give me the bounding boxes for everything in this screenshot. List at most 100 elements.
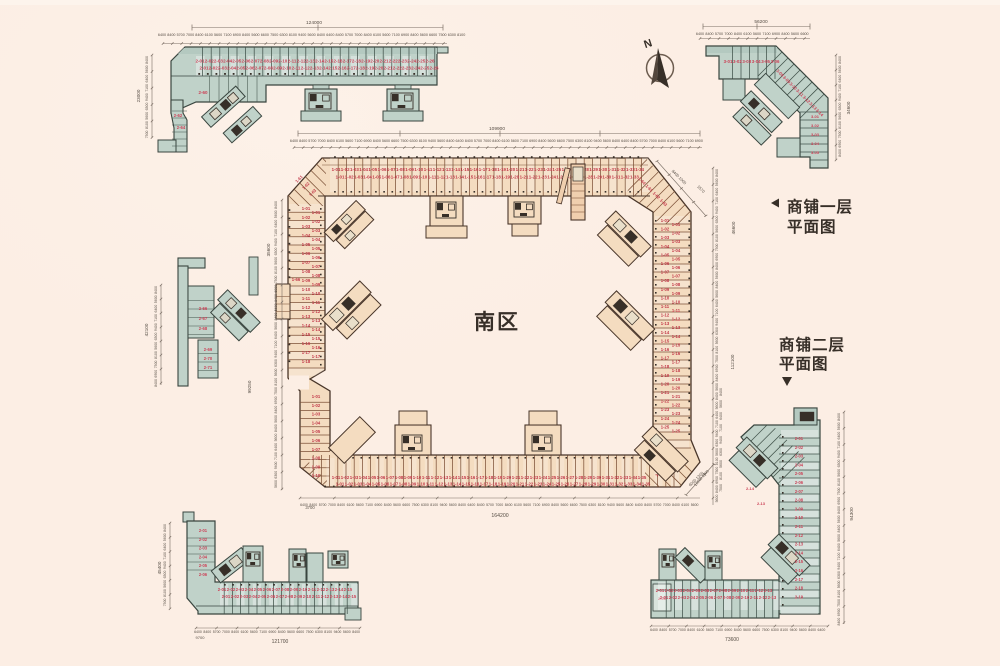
svg-text:2-26: 2-26 [429,66,439,71]
svg-text:2-10: 2-10 [795,515,804,520]
svg-text:1-29: 1-29 [588,482,597,487]
svg-text:1-17: 1-17 [302,350,311,355]
svg-text:5600: 5600 [715,402,719,410]
svg-text:6100: 6100 [336,139,344,143]
svg-text:7500: 7500 [837,487,841,495]
svg-text:1-15: 1-15 [312,336,321,341]
svg-text:1-14: 1-14 [453,482,462,487]
svg-text:6400: 6400 [715,411,719,419]
svg-text:1-25: 1-25 [661,424,670,429]
svg-text:2-02: 2-02 [199,537,208,542]
svg-text:1-04: 1-04 [661,244,670,249]
svg-text:3-02: 3-02 [733,59,742,64]
svg-text:8100: 8100 [715,234,719,242]
svg-text:1-01: 1-01 [312,210,321,215]
svg-text:1-21: 1-21 [661,390,670,395]
svg-text:8400: 8400 [612,139,620,143]
svg-text:2-09: 2-09 [728,588,737,593]
svg-text:23000: 23000 [136,89,141,102]
svg-text:6400: 6400 [650,628,658,632]
svg-text:2-02: 2-02 [665,588,674,593]
svg-text:1-21: 1-21 [672,394,681,399]
svg-text:6400: 6400 [326,33,334,37]
svg-text:2-15: 2-15 [344,587,353,592]
svg-text:5600: 5600 [799,628,807,632]
svg-text:1-04: 1-04 [302,233,311,238]
svg-text:3-04: 3-04 [752,59,761,64]
svg-text:8400: 8400 [626,503,634,507]
svg-text:3-03: 3-03 [811,132,820,137]
svg-text:5600: 5600 [837,515,841,523]
svg-text:1-35: 1-35 [642,482,651,487]
svg-text:5600: 5600 [154,342,158,350]
svg-text:1-30: 1-30 [597,482,606,487]
svg-text:1-04: 1-04 [312,420,321,425]
svg-text:2-10: 2-10 [741,595,750,600]
svg-text:5600: 5600 [837,469,841,477]
svg-text:2-13: 2-13 [795,542,804,547]
svg-text:8400: 8400 [719,388,723,396]
svg-text:1570: 1570 [696,184,706,194]
svg-text:7100: 7100 [762,32,770,36]
svg-text:1-28: 1-28 [579,482,588,487]
svg-text:8400: 8400 [715,169,719,177]
svg-text:8400: 8400 [687,628,695,632]
svg-text:6400: 6400 [696,32,704,36]
svg-text:2-10: 2-10 [278,59,288,64]
svg-text:6900: 6900 [837,608,841,616]
svg-text:8100: 8100 [274,266,278,274]
svg-text:6400: 6400 [194,630,202,634]
svg-text:7100: 7100 [274,229,278,237]
svg-text:1-06: 1-06 [382,175,391,180]
svg-text:2-02: 2-02 [209,66,219,71]
svg-text:1-31: 1-31 [612,175,621,180]
svg-text:1-12: 1-12 [312,309,321,314]
svg-text:1-63: 1-63 [659,198,669,208]
svg-text:1-22: 1-22 [525,482,534,487]
svg-text:7100: 7100 [715,309,719,317]
svg-text:6400: 6400 [715,299,719,307]
svg-text:9400: 9400 [593,139,601,143]
svg-text:9400: 9400 [715,318,719,326]
svg-text:6300: 6300 [837,571,841,579]
svg-text:1-14: 1-14 [302,323,311,328]
svg-text:6400: 6400 [274,331,278,339]
svg-text:2-10: 2-10 [737,588,746,593]
svg-text:1-07: 1-07 [391,175,400,180]
svg-text:1-32: 1-32 [617,167,626,172]
svg-text:2-07: 2-07 [255,66,265,71]
svg-text:2-05: 2-05 [199,563,208,568]
svg-text:1-11: 1-11 [428,175,437,180]
svg-text:2-13: 2-13 [757,501,766,506]
svg-text:1-08: 1-08 [312,456,321,461]
svg-text:2-22: 2-22 [393,66,403,71]
svg-text:2-25: 2-25 [420,66,430,71]
svg-text:6100: 6100 [667,139,675,143]
svg-text:8400: 8400 [274,424,278,432]
svg-text:2-12: 2-12 [301,66,311,71]
svg-text:1-09: 1-09 [312,282,321,287]
svg-text:6300: 6300 [274,359,278,367]
svg-text:1-10: 1-10 [312,473,321,478]
svg-text:6400: 6400 [154,305,158,313]
svg-text:8400: 8400 [274,294,278,302]
svg-text:1-02: 1-02 [302,215,311,220]
svg-text:8400: 8400 [837,506,841,514]
svg-text:7500: 7500 [838,130,842,138]
svg-text:9400: 9400 [145,93,149,101]
svg-text:1-33: 1-33 [630,175,639,180]
svg-text:2-14: 2-14 [315,59,325,64]
svg-text:1-10: 1-10 [302,287,311,292]
svg-text:45400: 45400 [157,561,162,574]
svg-text:6300: 6300 [145,103,149,111]
svg-text:6600: 6600 [261,33,269,37]
svg-text:2-05: 2-05 [795,471,804,476]
svg-text:1-13: 1-13 [672,325,681,330]
svg-text:5700: 5700 [669,628,677,632]
svg-text:1-02: 1-02 [341,167,350,172]
svg-text:7500: 7500 [715,467,719,475]
svg-text:2-09: 2-09 [732,595,741,600]
svg-text:5700: 5700 [319,503,327,507]
svg-text:8400: 8400 [309,503,317,507]
svg-text:8400: 8400 [659,628,667,632]
